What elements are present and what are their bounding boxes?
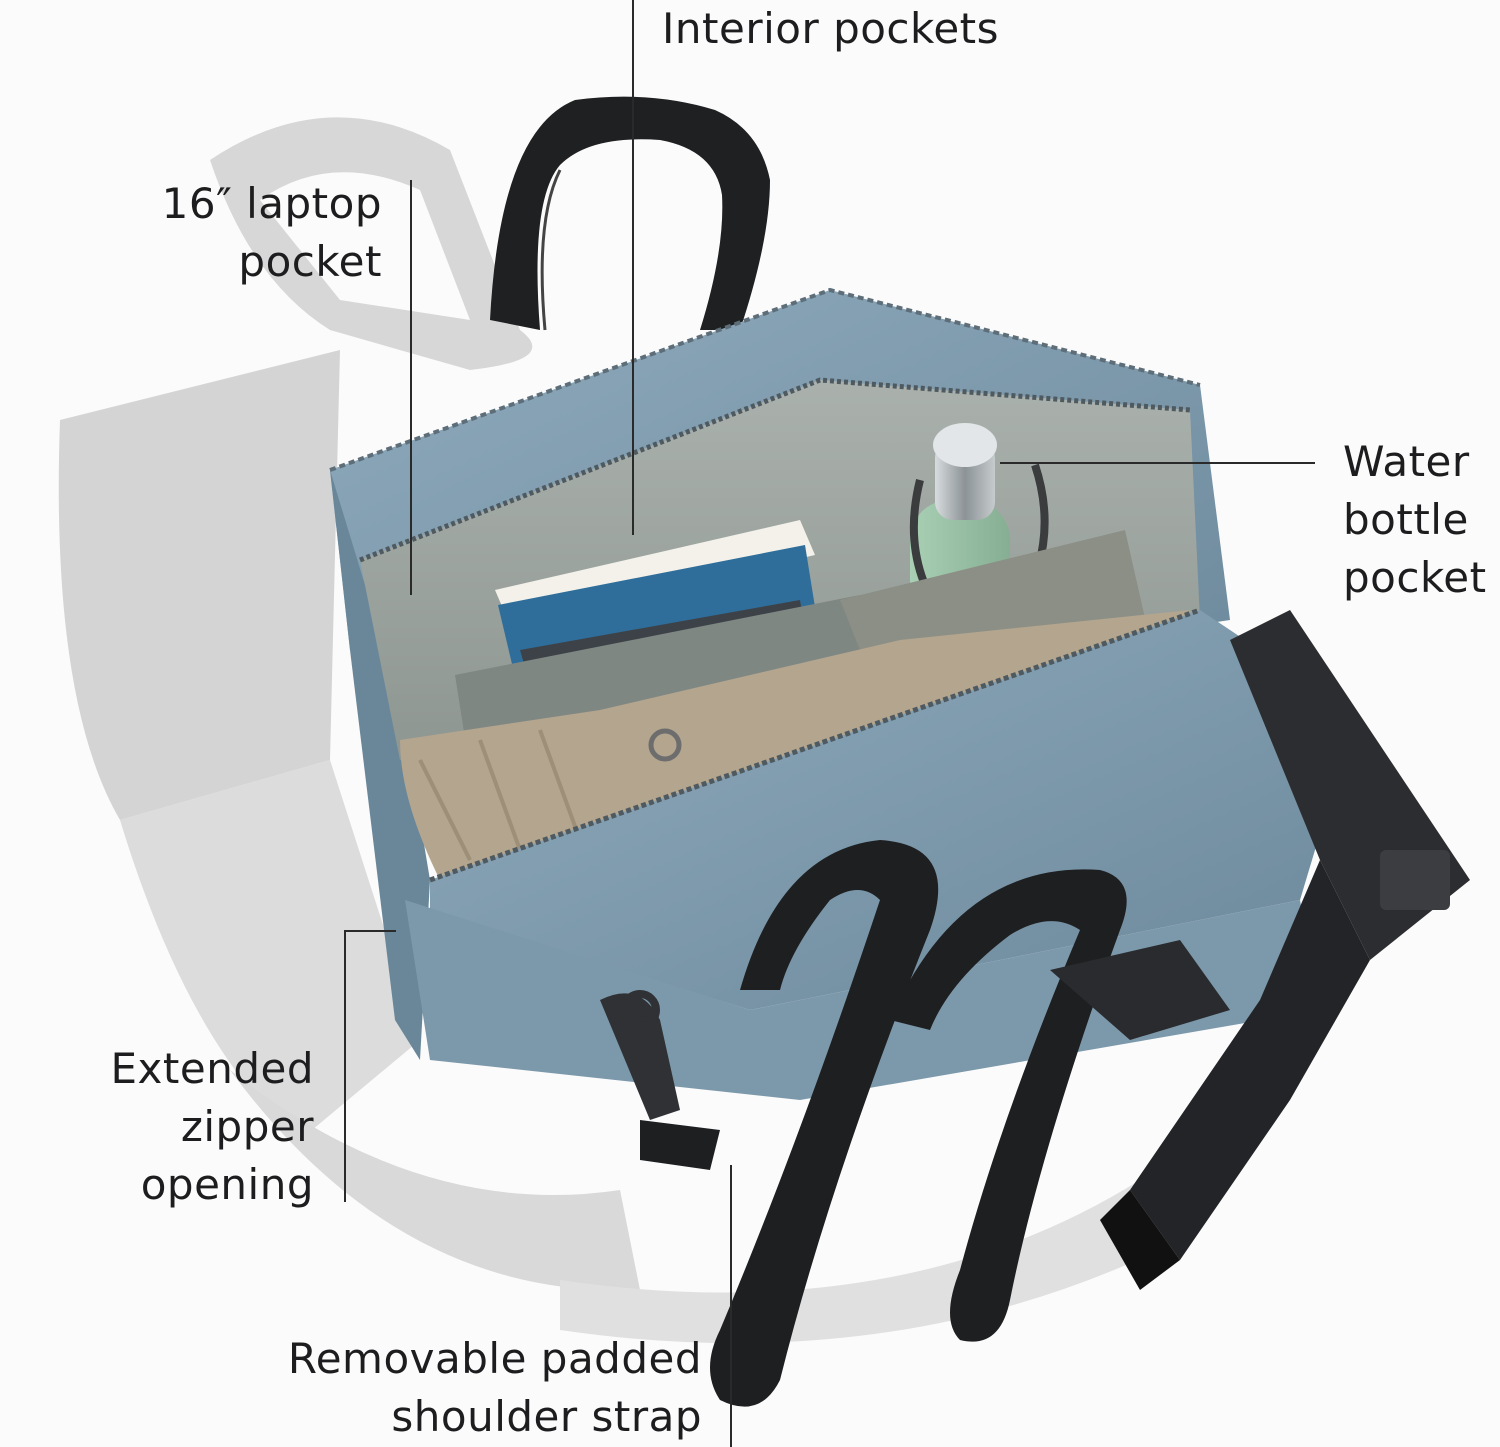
leader-line-interior-pockets: [632, 0, 634, 535]
callout-water-bottle-pocket: Water bottle pocket: [1343, 433, 1487, 607]
leader-line-zipper-tick: [344, 930, 396, 932]
callout-line: 16″ laptop: [161, 179, 382, 228]
callout-line: zipper: [180, 1102, 314, 1151]
callout-shoulder-strap: Removable padded shoulder strap: [288, 1330, 702, 1446]
callout-laptop-pocket: 16″ laptop pocket: [162, 175, 382, 291]
bag-left-side: [330, 470, 430, 1060]
front-handles: [710, 840, 1230, 1407]
leader-line-water-bottle: [1000, 462, 1315, 464]
leader-line-laptop-pocket: [410, 180, 412, 595]
rear-handle: [490, 96, 770, 331]
callout-line: shoulder strap: [391, 1392, 702, 1441]
callout-line: bottle: [1343, 495, 1469, 544]
callout-line: Interior pockets: [662, 4, 1000, 53]
callout-line: pocket: [238, 237, 382, 286]
shoulder-strap: [1100, 610, 1470, 1290]
strap-clip: [600, 990, 720, 1170]
callout-line: opening: [140, 1160, 314, 1209]
callout-interior-pockets: Interior pockets: [662, 0, 999, 58]
leader-line-zipper: [344, 930, 346, 1202]
callout-line: Removable padded: [287, 1334, 702, 1383]
callout-line: pocket: [1343, 553, 1487, 602]
callout-line: Water: [1343, 437, 1470, 486]
leader-line-shoulder-strap: [730, 1165, 732, 1447]
callout-line: Extended: [110, 1044, 314, 1093]
callout-extended-zipper: Extended zipper opening: [111, 1040, 314, 1214]
